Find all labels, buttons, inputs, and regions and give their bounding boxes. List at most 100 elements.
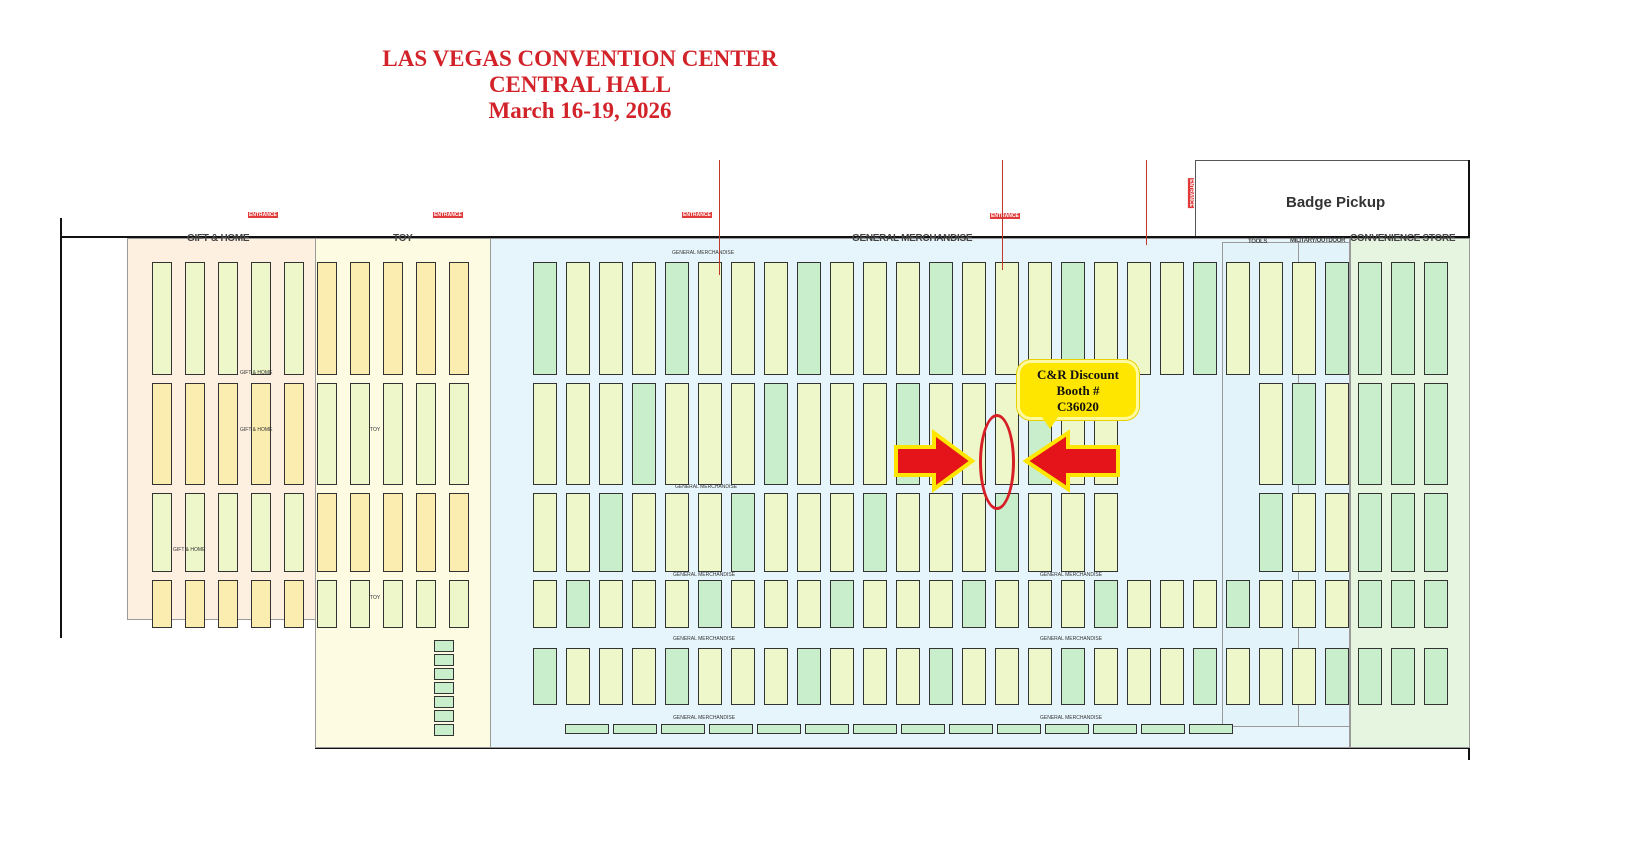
booth[interactable] bbox=[853, 724, 897, 734]
booth[interactable] bbox=[218, 262, 238, 375]
booth[interactable] bbox=[1127, 580, 1151, 628]
booth[interactable] bbox=[1292, 648, 1316, 705]
booth[interactable] bbox=[1127, 262, 1151, 375]
booth[interactable] bbox=[929, 493, 953, 572]
booth[interactable] bbox=[599, 383, 623, 485]
booth[interactable] bbox=[383, 580, 403, 628]
booth[interactable] bbox=[896, 262, 920, 375]
booth[interactable] bbox=[896, 648, 920, 705]
booth[interactable] bbox=[1061, 580, 1085, 628]
booth[interactable] bbox=[995, 262, 1019, 375]
booth[interactable] bbox=[434, 654, 454, 666]
booth[interactable] bbox=[317, 580, 337, 628]
booth[interactable] bbox=[1226, 580, 1250, 628]
booth[interactable] bbox=[764, 262, 788, 375]
booth[interactable] bbox=[566, 262, 590, 375]
booth[interactable] bbox=[1061, 262, 1085, 375]
booth[interactable] bbox=[613, 724, 657, 734]
booth[interactable] bbox=[731, 262, 755, 375]
booth[interactable] bbox=[350, 383, 370, 485]
booth[interactable] bbox=[863, 383, 887, 485]
booth[interactable] bbox=[997, 724, 1041, 734]
booth[interactable] bbox=[1424, 493, 1448, 572]
booth[interactable] bbox=[757, 724, 801, 734]
booth[interactable] bbox=[152, 493, 172, 572]
booth[interactable] bbox=[1391, 262, 1415, 375]
booth[interactable] bbox=[284, 580, 304, 628]
booth[interactable] bbox=[1259, 262, 1283, 375]
booth[interactable] bbox=[797, 493, 821, 572]
booth[interactable] bbox=[661, 724, 705, 734]
booth[interactable] bbox=[797, 383, 821, 485]
booth[interactable] bbox=[995, 648, 1019, 705]
booth[interactable] bbox=[152, 383, 172, 485]
booth[interactable] bbox=[698, 493, 722, 572]
booth[interactable] bbox=[1160, 648, 1184, 705]
booth[interactable] bbox=[599, 648, 623, 705]
booth[interactable] bbox=[797, 648, 821, 705]
booth[interactable] bbox=[1292, 383, 1316, 485]
booth[interactable] bbox=[731, 383, 755, 485]
booth[interactable] bbox=[416, 580, 436, 628]
booth[interactable] bbox=[962, 580, 986, 628]
booth[interactable] bbox=[1391, 580, 1415, 628]
booth[interactable] bbox=[1193, 262, 1217, 375]
booth[interactable] bbox=[830, 493, 854, 572]
booth[interactable] bbox=[1325, 493, 1349, 572]
booth[interactable] bbox=[1045, 724, 1089, 734]
booth[interactable] bbox=[665, 262, 689, 375]
booth[interactable] bbox=[863, 648, 887, 705]
booth[interactable] bbox=[632, 580, 656, 628]
booth[interactable] bbox=[863, 493, 887, 572]
booth[interactable] bbox=[830, 383, 854, 485]
booth[interactable] bbox=[929, 648, 953, 705]
booth[interactable] bbox=[566, 648, 590, 705]
booth[interactable] bbox=[1028, 648, 1052, 705]
booth[interactable] bbox=[764, 383, 788, 485]
booth[interactable] bbox=[1093, 724, 1137, 734]
booth[interactable] bbox=[317, 493, 337, 572]
booth[interactable] bbox=[1028, 262, 1052, 375]
booth[interactable] bbox=[1160, 580, 1184, 628]
booth[interactable] bbox=[1094, 493, 1118, 572]
booth[interactable] bbox=[764, 493, 788, 572]
booth[interactable] bbox=[962, 493, 986, 572]
booth[interactable] bbox=[1325, 648, 1349, 705]
booth[interactable] bbox=[665, 648, 689, 705]
booth[interactable] bbox=[317, 383, 337, 485]
booth[interactable] bbox=[434, 640, 454, 652]
booth[interactable] bbox=[1424, 580, 1448, 628]
booth[interactable] bbox=[632, 493, 656, 572]
booth[interactable] bbox=[632, 648, 656, 705]
booth[interactable] bbox=[1189, 724, 1233, 734]
booth[interactable] bbox=[416, 262, 436, 375]
booth[interactable] bbox=[1292, 262, 1316, 375]
booth[interactable] bbox=[863, 262, 887, 375]
booth[interactable] bbox=[152, 580, 172, 628]
booth[interactable] bbox=[218, 493, 238, 572]
booth[interactable] bbox=[1127, 648, 1151, 705]
booth[interactable] bbox=[449, 493, 469, 572]
booth[interactable] bbox=[949, 724, 993, 734]
booth[interactable] bbox=[218, 383, 238, 485]
booth[interactable] bbox=[434, 724, 454, 736]
booth[interactable] bbox=[434, 710, 454, 722]
booth[interactable] bbox=[1325, 383, 1349, 485]
booth[interactable] bbox=[1325, 262, 1349, 375]
booth[interactable] bbox=[1391, 383, 1415, 485]
booth[interactable] bbox=[350, 493, 370, 572]
booth[interactable] bbox=[1028, 493, 1052, 572]
booth[interactable] bbox=[533, 648, 557, 705]
booth[interactable] bbox=[731, 493, 755, 572]
booth[interactable] bbox=[632, 383, 656, 485]
booth[interactable] bbox=[251, 493, 271, 572]
booth[interactable] bbox=[929, 262, 953, 375]
booth[interactable] bbox=[698, 648, 722, 705]
booth[interactable] bbox=[863, 580, 887, 628]
booth[interactable] bbox=[533, 493, 557, 572]
booth[interactable] bbox=[901, 724, 945, 734]
booth[interactable] bbox=[383, 383, 403, 485]
booth[interactable] bbox=[805, 724, 849, 734]
booth[interactable] bbox=[284, 262, 304, 375]
booth[interactable] bbox=[929, 580, 953, 628]
